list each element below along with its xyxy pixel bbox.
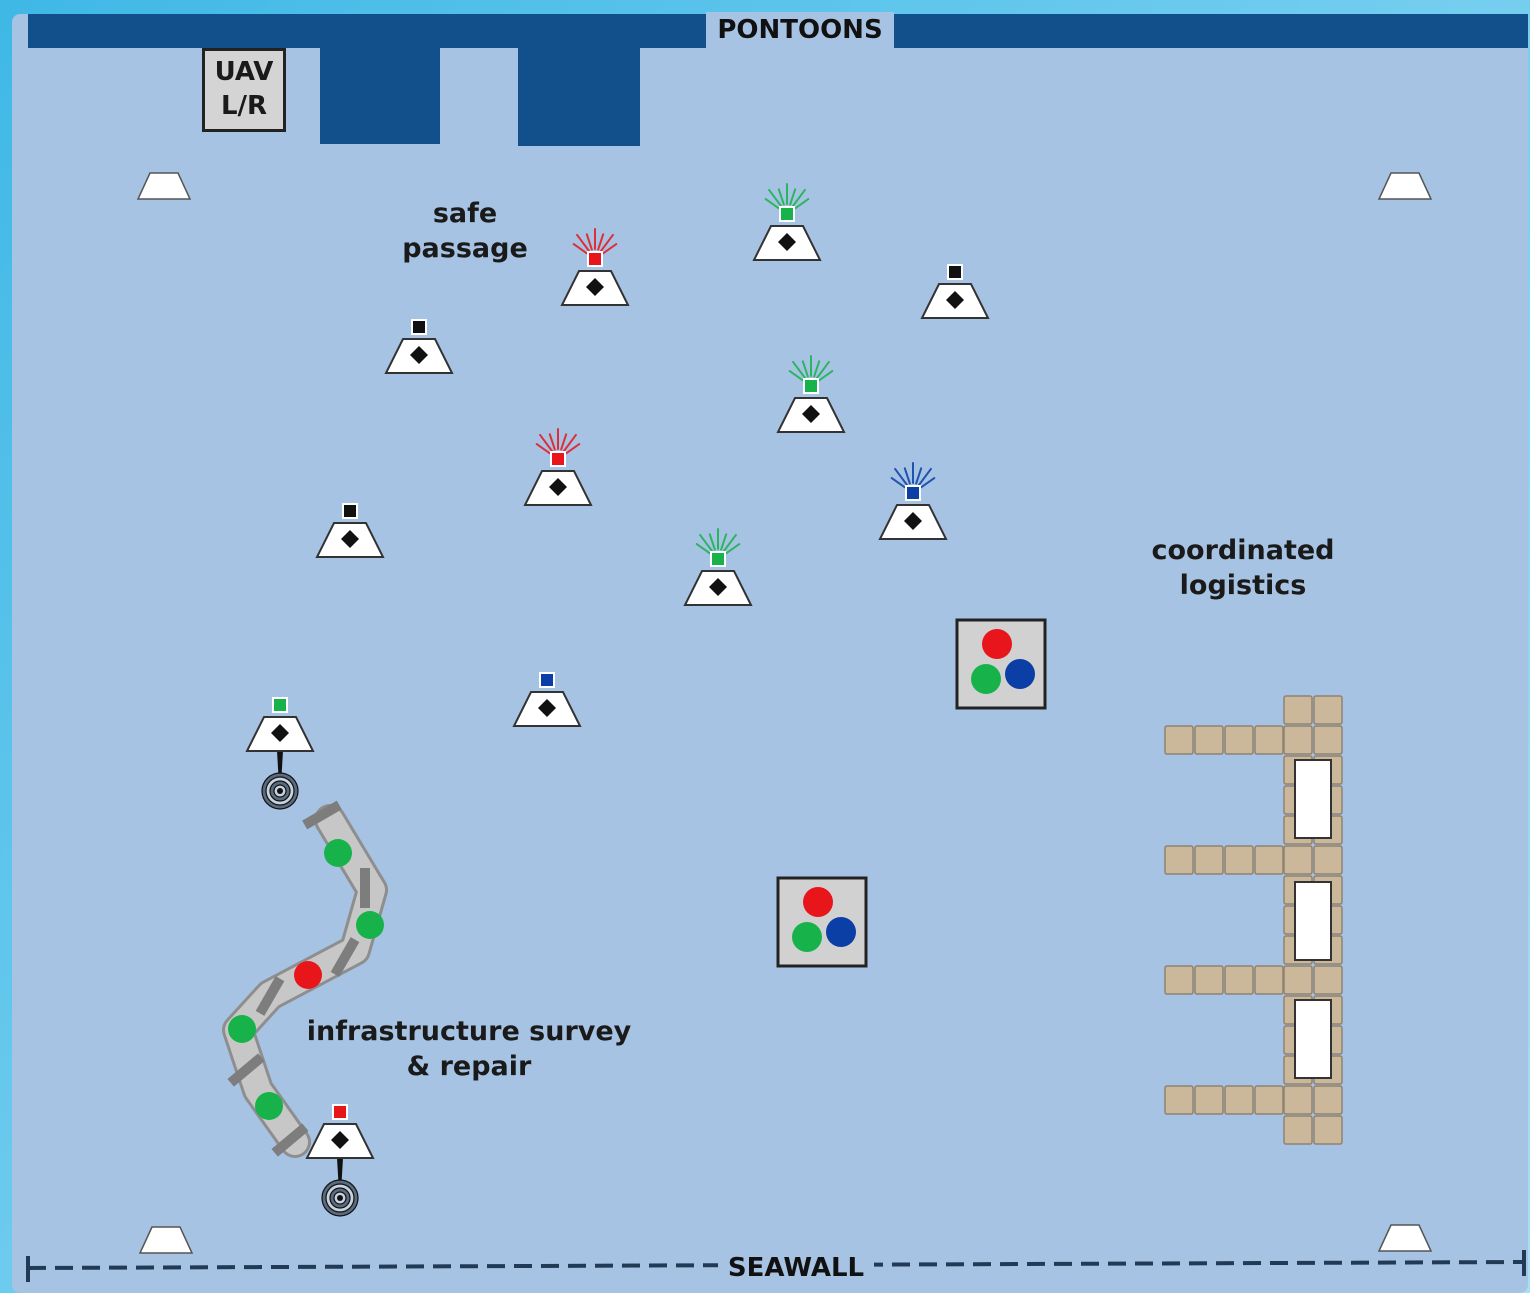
- signal-burst-icon: [695, 528, 741, 555]
- signal-burst-icon: [572, 228, 618, 255]
- buoy-icon: [776, 355, 846, 433]
- uav-launch-recovery-box: UAV L/R: [202, 48, 286, 132]
- seawall-label: SEAWALL: [718, 1250, 874, 1286]
- safe-passage-label: safe passage: [402, 198, 528, 265]
- seawall-line: [26, 1250, 1526, 1282]
- buoy-icon: [920, 264, 990, 319]
- pontoon-berth-2: [518, 40, 640, 146]
- cargo-box-icon: [776, 876, 868, 968]
- coordinated-logistics-label: coordinated logistics: [1151, 535, 1335, 602]
- corner-marker-icon: [136, 172, 192, 200]
- signal-burst-icon: [788, 355, 834, 382]
- dock-berth: [1294, 881, 1332, 961]
- buoy-icon: [512, 672, 582, 727]
- buoy-icon: [384, 319, 454, 374]
- buoy-icon: [245, 697, 315, 810]
- signal-burst-icon: [535, 428, 581, 455]
- signal-burst-icon: [764, 183, 810, 210]
- sonar-icon: [261, 751, 299, 810]
- pipe-status-node: [255, 1092, 283, 1120]
- dock-berth: [1294, 759, 1332, 839]
- harbor-water: [12, 14, 1528, 1293]
- buoy-icon: [315, 503, 385, 558]
- pipe-status-node: [356, 911, 384, 939]
- sonar-icon: [321, 1158, 359, 1217]
- pontoons-label: PONTOONS: [706, 12, 894, 48]
- infrastructure-survey-label: infrastructure survey & repair: [306, 1016, 632, 1083]
- dock: [1164, 695, 1343, 1145]
- corner-marker-icon: [1377, 172, 1433, 200]
- corner-marker-icon: [138, 1226, 194, 1254]
- buoy-icon: [560, 228, 630, 306]
- corner-marker-icon: [1377, 1224, 1433, 1252]
- buoy-icon: [878, 462, 948, 540]
- pipeline: [222, 800, 388, 1158]
- pipe-status-node: [324, 839, 352, 867]
- cargo-box-icon: [955, 618, 1047, 710]
- pipe-status-node: [294, 961, 322, 989]
- pipe-status-node: [228, 1015, 256, 1043]
- pontoon-berth-1: [320, 40, 440, 144]
- uav-label: UAV: [214, 57, 274, 88]
- buoy-icon: [752, 183, 822, 261]
- buoy-icon: [683, 528, 753, 606]
- buoy-icon: [305, 1104, 375, 1217]
- signal-burst-icon: [890, 462, 936, 489]
- buoy-icon: [523, 428, 593, 506]
- dock-berth: [1294, 999, 1332, 1079]
- launch-recovery-label: L/R: [220, 91, 268, 121]
